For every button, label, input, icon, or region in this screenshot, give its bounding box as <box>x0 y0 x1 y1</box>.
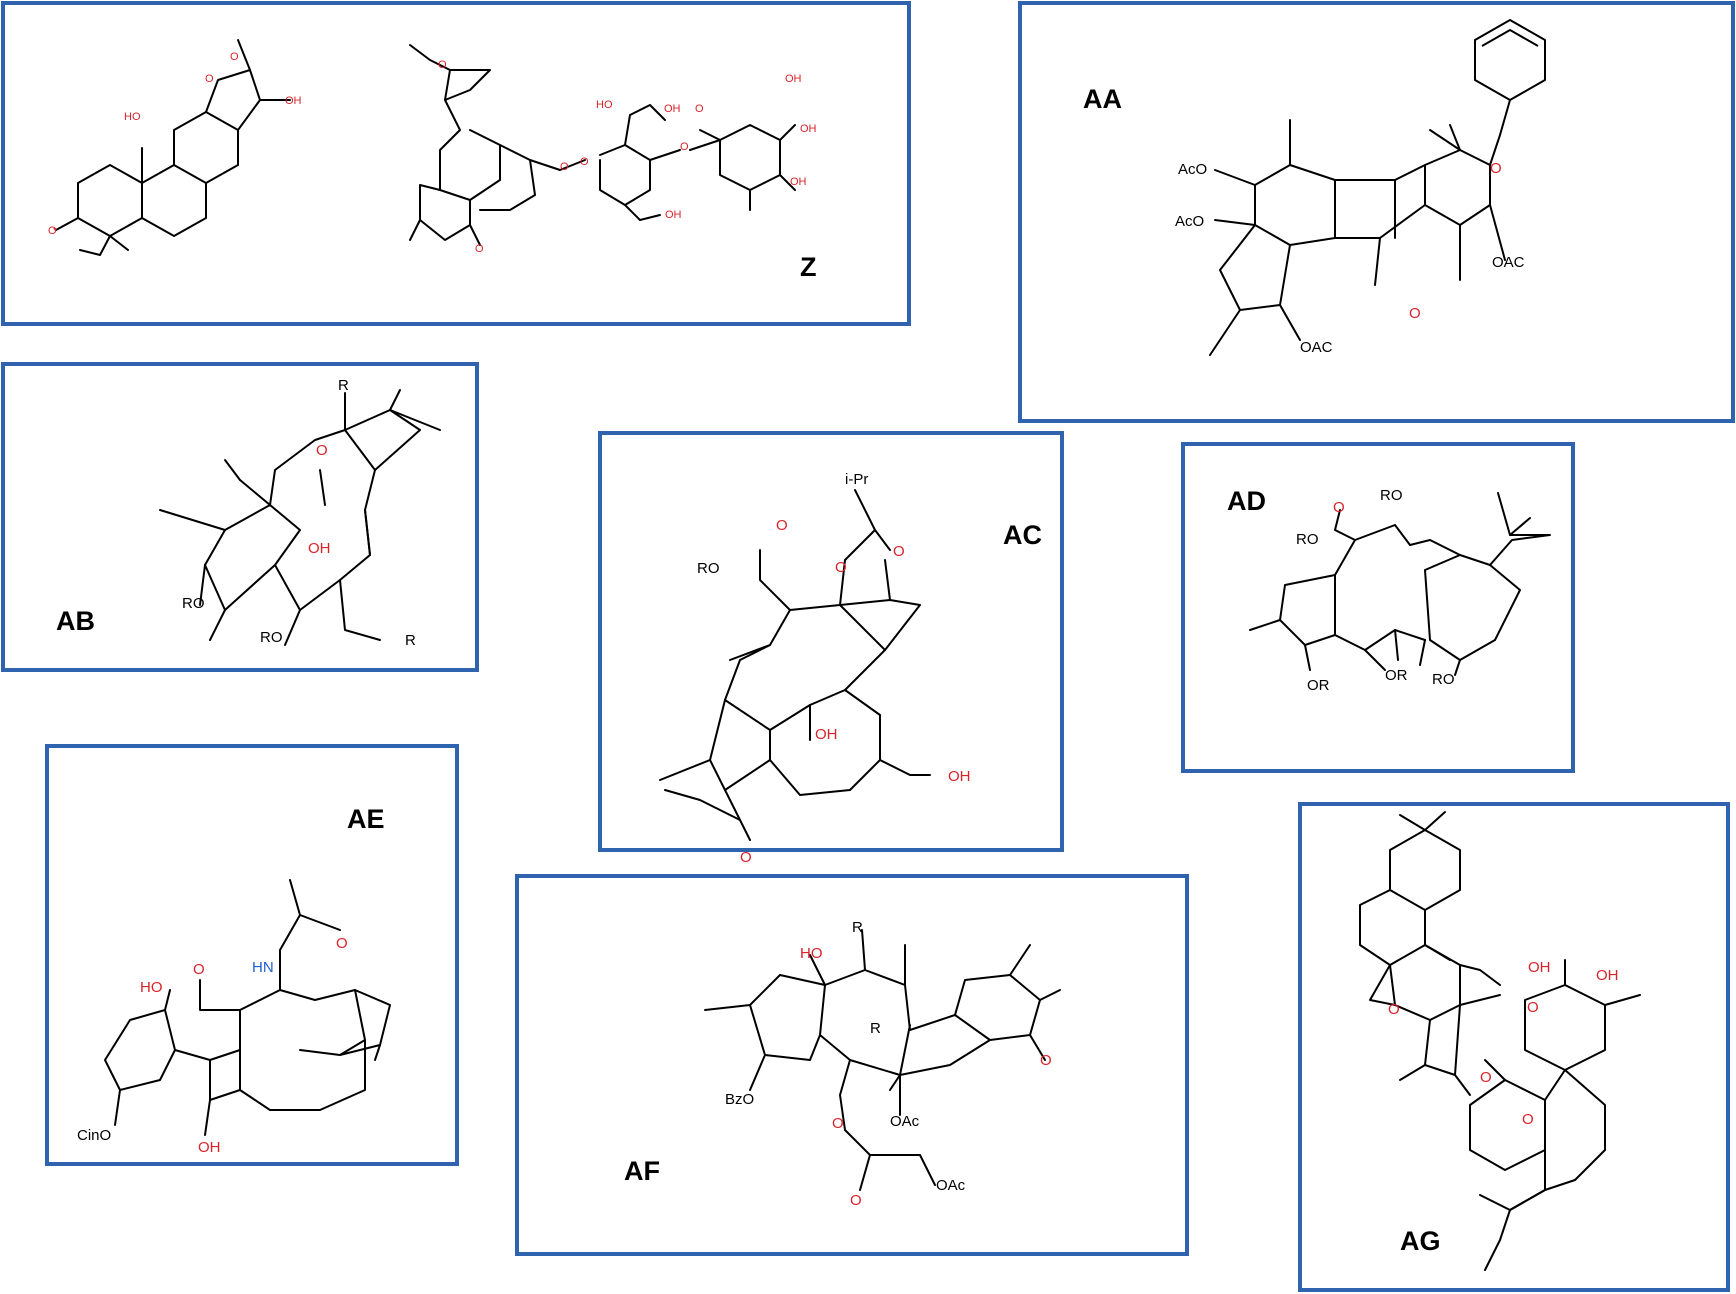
panel-z: O HO OH O O O O HO OH OH OH <box>1 1 911 326</box>
aa-group-label: OAC <box>1492 254 1525 271</box>
ag-group-label: O <box>1480 1069 1492 1086</box>
z-group-label: O <box>475 243 484 255</box>
z-group-label: OH <box>785 73 802 85</box>
molecule-z-right <box>409 44 796 246</box>
z-group-label: OH <box>800 123 817 135</box>
panel-ad-id: AD <box>1227 486 1266 516</box>
z-group-label: OH <box>285 95 302 107</box>
panel-ae-id: AE <box>347 804 385 834</box>
ag-group-label: O <box>1522 1111 1534 1128</box>
aa-group-label: OAC <box>1300 339 1333 356</box>
aa-group-label: O <box>1409 305 1421 322</box>
ac-group-label: O <box>835 559 847 576</box>
panel-ac: i-Pr O O O RO OH OH O AC <box>598 431 1064 866</box>
ac-group-label: O <box>776 517 788 534</box>
z-group-label: O <box>580 156 589 168</box>
aa-group-label: AcO <box>1178 161 1207 178</box>
af-group-label: O <box>850 1192 862 1209</box>
panel-ac-id: AC <box>1003 520 1042 550</box>
ad-group-label: RO <box>1432 671 1455 688</box>
z-group-label: O <box>680 141 689 153</box>
panel-ab: R O OH RO RO R AB <box>1 362 479 672</box>
ad-group-label: RO <box>1380 487 1403 504</box>
af-group-label: O <box>832 1115 844 1132</box>
panel-ag: OH OH O O O O AG <box>1298 802 1730 1292</box>
ac-group-label: OH <box>815 726 838 743</box>
af-group-label: R <box>870 1020 881 1037</box>
panel-ab-id: AB <box>56 606 95 636</box>
z-group-label: OH <box>664 103 681 115</box>
ab-group-label: R <box>338 377 349 394</box>
af-group-label: OAc <box>890 1113 920 1130</box>
ac-group-label: OH <box>948 768 971 785</box>
panel-ae-frame <box>45 744 459 1166</box>
ag-group-label: OH <box>1596 967 1619 984</box>
panel-ad-frame <box>1181 442 1575 773</box>
af-group-label: BzO <box>725 1091 754 1108</box>
z-group-label: O <box>230 51 239 63</box>
ae-group-label: HN <box>252 959 274 976</box>
panel-ad: O RO RO OR OR RO AD <box>1181 442 1575 773</box>
z-group-label: O <box>695 103 704 115</box>
panel-ae: HN O HO O CinO OH AE <box>45 744 459 1166</box>
molecule-ac <box>659 489 931 841</box>
panel-ag-frame <box>1298 802 1730 1292</box>
panel-af-frame <box>515 874 1189 1256</box>
af-group-label: HO <box>800 945 823 962</box>
ab-group-label: RO <box>182 595 205 612</box>
panel-af-id: AF <box>624 1156 660 1186</box>
ac-group-label: O <box>893 543 905 560</box>
panel-z-frame <box>1 1 911 326</box>
ab-group-label: RO <box>260 629 283 646</box>
z-group-label: OH <box>790 176 807 188</box>
ad-group-label: O <box>1333 499 1345 516</box>
ae-group-label: HO <box>140 979 163 996</box>
ae-group-label: O <box>193 961 205 978</box>
z-group-label: O <box>560 161 569 173</box>
panel-ac-frame <box>598 431 1064 852</box>
molecule-aa <box>1209 19 1546 356</box>
aa-group-label: O <box>1490 160 1502 177</box>
ab-group-label: OH <box>308 540 331 557</box>
af-group-label: R <box>852 919 863 936</box>
molecule-ag <box>1359 811 1641 1271</box>
ad-group-label: RO <box>1296 531 1319 548</box>
molecule-ad <box>1249 492 1551 676</box>
molecule-ae <box>104 879 391 1136</box>
z-group-label: HO <box>596 99 613 111</box>
ae-group-label: OH <box>198 1139 221 1156</box>
ac-group-label: RO <box>697 560 720 577</box>
ag-group-label: O <box>1388 1001 1400 1018</box>
panel-ag-id: AG <box>1400 1226 1441 1256</box>
aa-group-label: AcO <box>1175 213 1204 230</box>
panel-aa-frame <box>1018 1 1735 423</box>
z-group-label: OH <box>665 209 682 221</box>
ae-group-label: CinO <box>77 1127 111 1144</box>
ag-group-label: O <box>1527 999 1539 1016</box>
molecule-af <box>704 929 1061 1191</box>
ae-group-label: O <box>336 935 348 952</box>
z-group-label: O <box>438 59 447 71</box>
ag-group-label: OH <box>1528 959 1551 976</box>
panel-af: R HO R O BzO O OAc O OAc AF <box>515 874 1189 1256</box>
ad-group-label: OR <box>1385 667 1408 684</box>
panel-aa: O AcO AcO OAC OAC O AA <box>1018 1 1735 423</box>
af-group-label: OAc <box>936 1177 966 1194</box>
z-group-label: O <box>205 73 214 85</box>
z-group-label: HO <box>124 111 141 123</box>
panel-z-id: Z <box>800 252 817 282</box>
molecule-ab <box>159 389 441 646</box>
ad-group-label: OR <box>1307 677 1330 694</box>
af-group-label: O <box>1040 1052 1052 1069</box>
ab-group-label: R <box>405 632 416 649</box>
molecule-z-left <box>53 39 291 256</box>
ac-group-label: i-Pr <box>845 471 868 488</box>
z-group-label: O <box>48 225 57 237</box>
panel-aa-id: AA <box>1083 84 1122 114</box>
panel-ab-frame <box>1 362 479 672</box>
ab-group-label: O <box>316 442 328 459</box>
ac-group-label: O <box>740 849 752 866</box>
